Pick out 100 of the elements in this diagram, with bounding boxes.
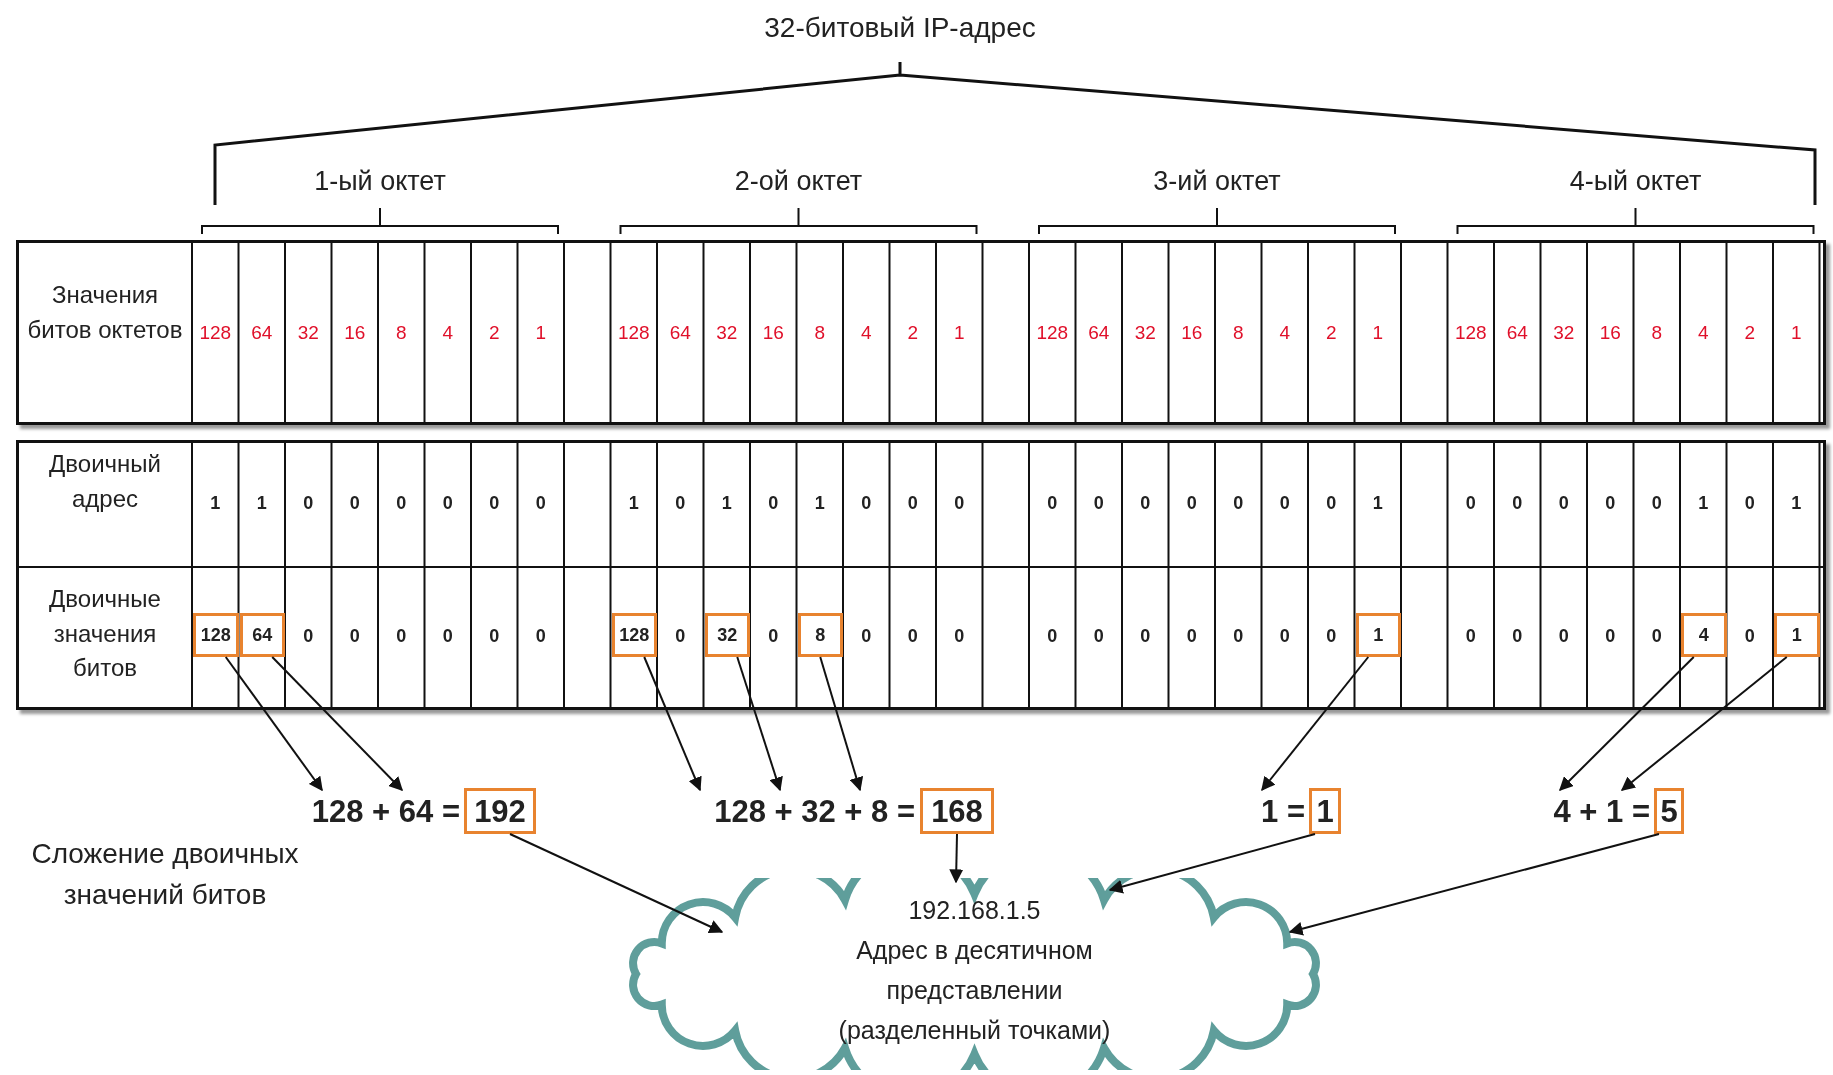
arrow: [509, 833, 724, 934]
bit-value: 0: [953, 625, 966, 649]
binary-digit: 0: [488, 492, 501, 516]
binary-digit: 0: [1325, 492, 1338, 516]
result-box: 168: [920, 788, 994, 834]
highlight-box: 128: [193, 613, 239, 657]
bit-value: 0: [441, 625, 454, 649]
highlight-box: 8: [797, 613, 843, 657]
bit-value: 0: [767, 625, 780, 649]
arrow: [1261, 656, 1370, 792]
bit-value: 0: [302, 625, 315, 649]
binary-digit: 1: [720, 492, 733, 516]
bit-weight: 16: [343, 320, 367, 345]
bit-value: 0: [1743, 625, 1756, 649]
bit-weight: 128: [198, 320, 233, 345]
result-box: 5: [1654, 788, 1684, 834]
binary-digit: 0: [1464, 492, 1477, 516]
binary-digit: 0: [302, 492, 315, 516]
bit-value: 0: [1325, 625, 1338, 649]
octet-label: 3-ий октет: [1152, 165, 1282, 199]
bit-weight: 4: [1696, 320, 1710, 345]
bit-value: 0: [1232, 625, 1245, 649]
ip-address: 192.168.1.5: [908, 895, 1041, 926]
arrow: [1559, 656, 1695, 791]
arrow: [949, 833, 964, 884]
bit-weight: 64: [1505, 320, 1529, 345]
arrow: [224, 656, 323, 792]
row-header: Двоичные значения битов: [48, 583, 162, 684]
bit-value: 0: [1557, 625, 1570, 649]
binary-digit: 0: [534, 492, 547, 516]
binary-digit: 0: [1650, 492, 1663, 516]
arrow: [736, 656, 783, 792]
binary-digit: 0: [860, 492, 873, 516]
diagram-title: 32-битовый IP-адрес: [763, 11, 1037, 45]
binary-digit: 1: [627, 492, 640, 516]
bit-value: 0: [395, 625, 408, 649]
bit-value: 0: [1650, 625, 1663, 649]
bit-weight: 16: [761, 320, 785, 345]
bit-weight: 64: [668, 320, 692, 345]
binary-digit: 0: [953, 492, 966, 516]
binary-digit: 0: [441, 492, 454, 516]
binary-digit: 0: [674, 492, 687, 516]
bit-value: 0: [1139, 625, 1152, 649]
bit-value: 0: [1511, 625, 1524, 649]
bit-weight: 8: [394, 320, 408, 345]
bit-weight: 4: [1278, 320, 1292, 345]
bit-weight: 32: [1133, 320, 1157, 345]
bit-weight: 1: [1371, 320, 1385, 345]
octet-label: 2-ой октет: [733, 165, 864, 199]
binary-digit: 0: [1139, 492, 1152, 516]
bit-value: 0: [860, 625, 873, 649]
bit-value: 0: [1092, 625, 1105, 649]
binary-digit: 0: [1046, 492, 1059, 516]
binary-digit: 1: [209, 492, 222, 516]
binary-digit: 0: [767, 492, 780, 516]
arrow: [643, 656, 702, 792]
arrow: [819, 656, 864, 792]
bit-weight: 128: [616, 320, 651, 345]
bit-weight: 16: [1598, 320, 1622, 345]
bit-weight: 1: [952, 320, 966, 345]
binary-digit: 0: [1232, 492, 1245, 516]
bit-weight: 4: [441, 320, 455, 345]
row-header: Двоичный адрес: [48, 449, 162, 514]
bit-value: 0: [1464, 625, 1477, 649]
bit-weight: 8: [1231, 320, 1245, 345]
binary-digit: 0: [1511, 492, 1524, 516]
bit-weight: 1: [534, 320, 548, 345]
bit-value: 0: [1046, 625, 1059, 649]
bit-value: 0: [674, 625, 687, 649]
binary-digit: 1: [813, 492, 826, 516]
binary-digit: 0: [1557, 492, 1570, 516]
highlight-box: 1: [1774, 613, 1820, 657]
binary-digit: 0: [1092, 492, 1105, 516]
sum-expression: 128 + 64 =: [250, 790, 460, 832]
binary-digit: 0: [1185, 492, 1198, 516]
binary-digit: 0: [1743, 492, 1756, 516]
bit-weight: 32: [1552, 320, 1576, 345]
highlight-box: 32: [704, 613, 750, 657]
bit-weight: 64: [1087, 320, 1111, 345]
binary-digit: 0: [348, 492, 361, 516]
sum-expression: 4 + 1 =: [1480, 790, 1650, 832]
result-box: 1: [1309, 788, 1341, 834]
sum-expression: 1 =: [1200, 790, 1305, 832]
bit-weight: 64: [250, 320, 274, 345]
bit-value: 0: [906, 625, 919, 649]
bit-weight: 32: [715, 320, 739, 345]
binary-digit: 1: [1371, 492, 1384, 516]
binary-digit: 1: [1697, 492, 1710, 516]
bit-weight: 32: [296, 320, 320, 345]
highlight-box: 4: [1681, 613, 1727, 657]
binary-digit: 0: [906, 492, 919, 516]
binary-digit: 1: [1790, 492, 1803, 516]
bit-weight: 2: [1324, 320, 1338, 345]
bit-weight: 1: [1789, 320, 1803, 345]
binary-digit: 0: [395, 492, 408, 516]
binary-digit: 0: [1278, 492, 1291, 516]
binary-digit: 0: [1604, 492, 1617, 516]
arrow: [271, 656, 403, 791]
row-header: Значения битов октетов: [26, 279, 184, 345]
bit-value: 0: [1185, 625, 1198, 649]
